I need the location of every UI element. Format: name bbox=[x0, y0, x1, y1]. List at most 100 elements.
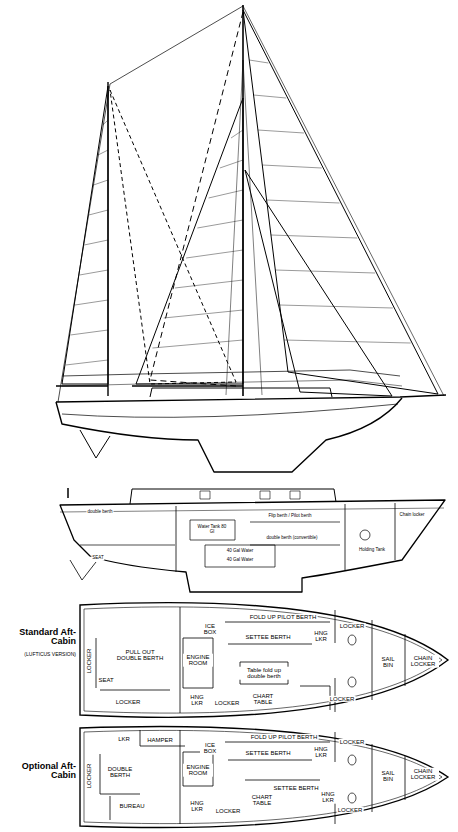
room-label: LOCKER bbox=[86, 648, 92, 675]
profile-label: 40 Gal Water bbox=[226, 549, 254, 554]
room-label: LOCKER bbox=[339, 739, 366, 745]
room-label: HNG LKR bbox=[319, 791, 337, 804]
sail-seam bbox=[254, 95, 287, 98]
sail-seam bbox=[175, 280, 243, 288]
sail-seam bbox=[209, 190, 243, 198]
room-label: HNG LKR bbox=[312, 746, 330, 759]
bulkhead bbox=[405, 756, 406, 800]
bulkhead bbox=[225, 742, 330, 743]
room-label: Table fold up double berth bbox=[238, 667, 290, 680]
mainsail bbox=[136, 98, 243, 384]
head-fixture bbox=[348, 755, 356, 765]
room-label: SETTEE BERTH bbox=[244, 634, 291, 640]
sail-seam bbox=[262, 165, 321, 168]
room-label: PULL OUT DOUBLE BERTH bbox=[115, 649, 165, 662]
bulkhead bbox=[245, 780, 320, 781]
profile-label: double berth (convertible) bbox=[265, 536, 318, 541]
room-label: LOCKER bbox=[337, 807, 364, 813]
bulkhead bbox=[300, 686, 330, 710]
profile-label: Chain locker bbox=[398, 513, 425, 518]
sail-seam bbox=[280, 305, 393, 308]
sail-seam bbox=[75, 300, 108, 305]
room-label: SAIL BIN bbox=[378, 656, 398, 669]
sail-seam bbox=[84, 240, 108, 245]
room-label: SETTEE BERTH bbox=[272, 785, 319, 791]
bulkhead bbox=[335, 732, 336, 762]
bulkhead bbox=[372, 744, 373, 812]
bulkhead bbox=[228, 760, 312, 761]
room-label: HAMPER bbox=[146, 737, 174, 743]
bulkhead bbox=[405, 634, 406, 686]
sail-seam bbox=[271, 235, 357, 238]
sail-seam bbox=[66, 360, 108, 365]
bulkhead bbox=[335, 610, 336, 643]
bulkhead bbox=[100, 690, 170, 691]
bulkhead bbox=[183, 638, 213, 688]
room-label: ENGINE ROOM bbox=[183, 764, 213, 777]
bulkhead bbox=[140, 730, 185, 746]
sail-seam bbox=[103, 120, 108, 125]
sail-seam bbox=[231, 130, 243, 138]
head-fixture bbox=[348, 793, 356, 803]
room-label: LOCKER bbox=[115, 699, 142, 705]
hull-profile bbox=[56, 398, 402, 472]
room-label: BUREAU bbox=[118, 803, 145, 809]
hull-inner bbox=[84, 730, 442, 823]
bulkhead bbox=[180, 730, 181, 824]
room-label: CHART TABLE bbox=[247, 693, 279, 706]
room-label: DOUBLE BERTH bbox=[104, 766, 136, 779]
room-label: LKR bbox=[117, 736, 131, 742]
sail-seam bbox=[275, 270, 375, 273]
sail-seam bbox=[284, 340, 411, 343]
sail-seam bbox=[80, 270, 108, 275]
room-label: FOLD UP PILOT BERTH bbox=[249, 614, 318, 620]
bulkhead bbox=[183, 752, 213, 786]
genoa-outline bbox=[150, 12, 243, 386]
room-label: CHAIN LOCKER bbox=[407, 768, 439, 781]
plan-heading: (LUFTICUS VERSION) bbox=[2, 652, 76, 657]
room-label: LOCKER bbox=[86, 763, 92, 790]
profile-label: Flip berth / Pilot berth bbox=[268, 514, 313, 519]
sail-seam bbox=[267, 200, 340, 203]
sail-seam bbox=[93, 180, 108, 185]
room-label: LOCKER bbox=[339, 623, 366, 629]
sail-seam bbox=[220, 160, 243, 168]
room-label: ENGINE ROOM bbox=[183, 654, 213, 667]
room-label: LOCKER bbox=[214, 700, 241, 706]
room-label: SEAT bbox=[97, 677, 114, 683]
profile-label: SEAT bbox=[91, 556, 104, 561]
bulkhead bbox=[180, 607, 181, 713]
room-label: SETTEE BERTH bbox=[244, 750, 291, 756]
room-label: HNG LKR bbox=[188, 800, 206, 813]
room-label: SAIL BIN bbox=[378, 770, 398, 783]
head-fixture bbox=[348, 635, 356, 645]
sail-seam bbox=[89, 210, 108, 215]
head-fixture bbox=[348, 677, 356, 687]
room-label: ICE BOX bbox=[200, 742, 220, 755]
hull-plan bbox=[80, 726, 448, 827]
room-label: LOCKER bbox=[329, 696, 356, 702]
room-label: HNG LKR bbox=[312, 630, 330, 643]
bulkhead bbox=[372, 620, 373, 700]
bulkhead bbox=[96, 638, 97, 688]
bulkhead bbox=[100, 754, 140, 794]
room-label: FOLD UP PILOT BERTH bbox=[250, 734, 319, 740]
plan-heading: Optional Aft-Cabin bbox=[2, 762, 76, 781]
sail-seam bbox=[186, 250, 243, 258]
profile-label: Holding Tank bbox=[358, 548, 386, 553]
mizzen-staysail bbox=[110, 90, 236, 384]
plan-heading: Standard Aft-Cabin bbox=[2, 628, 76, 647]
room-label: LOCKER bbox=[215, 808, 242, 814]
profile-label: double berth bbox=[86, 510, 113, 515]
bulkhead bbox=[228, 644, 312, 645]
sail-seam bbox=[164, 310, 243, 318]
room-label: CHAIN LOCKER bbox=[407, 655, 439, 668]
room-label: ICE BOX bbox=[200, 623, 220, 636]
room-label: CHART TABLE bbox=[246, 794, 278, 807]
sail-plan-drawing bbox=[0, 0, 458, 600]
hull-inner bbox=[84, 607, 442, 713]
profile-label: Water Tank 80 Gl bbox=[196, 525, 228, 534]
staysail bbox=[245, 170, 392, 396]
profile-label: 40 Gal Water bbox=[226, 558, 254, 563]
sail-seam bbox=[258, 130, 304, 133]
